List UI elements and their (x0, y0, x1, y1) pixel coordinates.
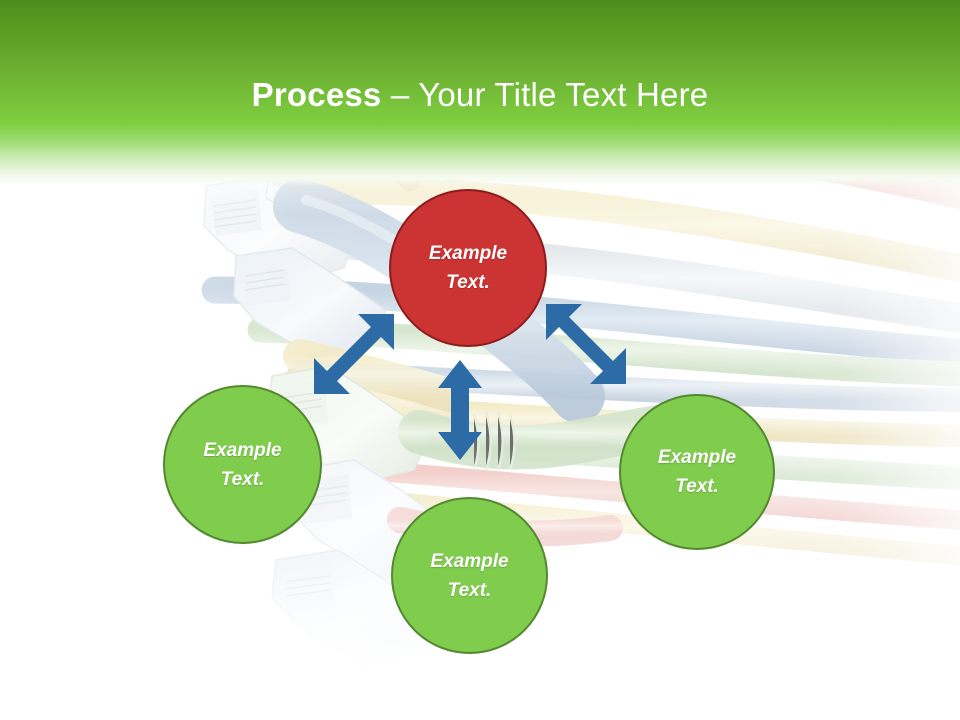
process-node-bottom[interactable]: Example Text. (391, 497, 548, 654)
process-node-top-line1: Example (428, 243, 508, 264)
process-node-left-line2: Text. (220, 468, 265, 490)
connector-arrow-top-left (314, 314, 394, 394)
process-node-top-line2: Text. (446, 272, 490, 293)
process-node-right-line1: Example (657, 447, 737, 468)
process-node-top[interactable]: Example Text. (389, 189, 547, 347)
page-title: Process – Your Title Text Here (0, 74, 960, 116)
connector-arrow-top-bottom (438, 360, 482, 460)
page-title-emphasis: Process (251, 76, 382, 114)
page-title-rest: Your Title Text Here (418, 76, 709, 114)
process-node-left[interactable]: Example Text. (163, 385, 322, 544)
process-node-right[interactable]: Example Text. (619, 394, 775, 550)
process-node-right-line2: Text. (675, 476, 719, 497)
process-node-left-line1: Example (203, 439, 282, 461)
connector-arrow-top-right (546, 304, 626, 384)
process-node-bottom-line2: Text. (447, 579, 492, 601)
process-node-bottom-line1: Example (430, 550, 509, 572)
page-title-separator: – (381, 76, 419, 114)
